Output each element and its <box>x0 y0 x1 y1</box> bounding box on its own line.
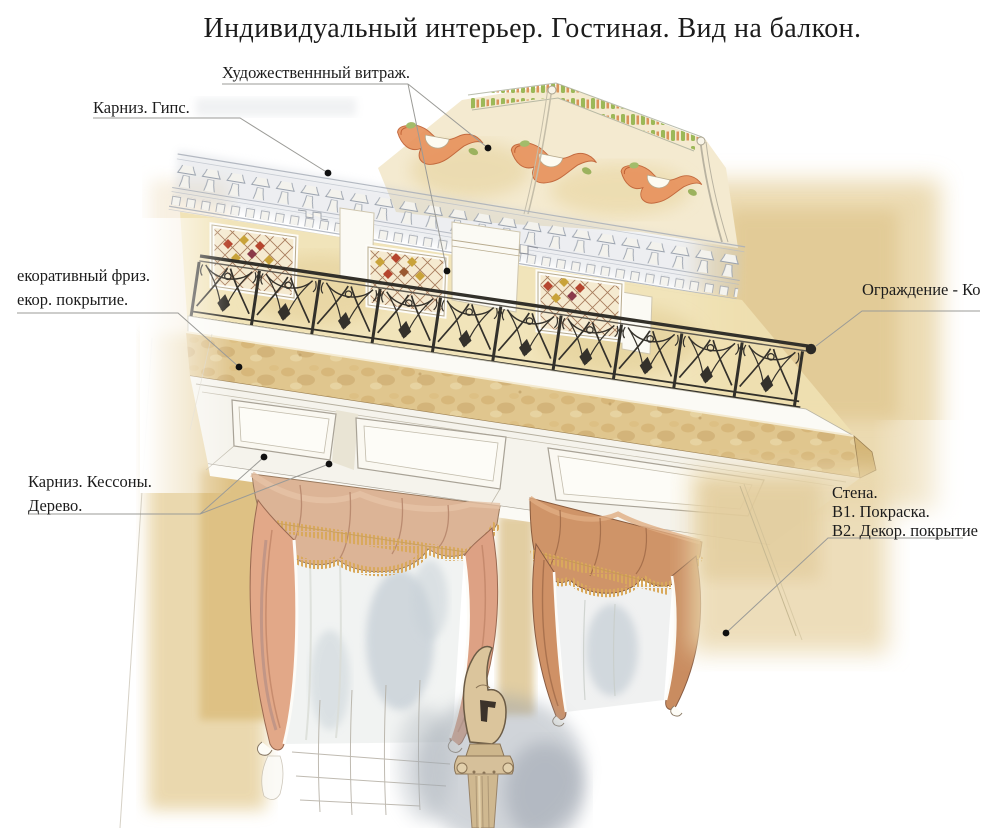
label-line: В1. Покраска. <box>832 502 930 521</box>
label-line: екор. покрытие. <box>17 290 129 309</box>
railing-finial-ball <box>805 343 817 355</box>
label-line: Карниз. Кессоны. <box>28 472 152 491</box>
helmet <box>462 645 507 745</box>
label-decorative-frieze: екоративный фриз. екор. покрытие. <box>17 264 150 312</box>
label-line: Дерево. <box>28 496 83 515</box>
left-window-curtains <box>249 471 501 816</box>
label-artistic-stained-glass: Художественнный витраж. <box>222 61 410 85</box>
left-fade <box>140 218 232 493</box>
capital <box>453 755 515 775</box>
label-cornice-plaster: Карниз. Гипс. <box>93 96 190 120</box>
label-line: Карниз. Гипс. <box>93 98 190 117</box>
label-line: Ограждение - Ко <box>862 280 981 299</box>
label-line: В2. Декор. покрытие <box>832 521 979 540</box>
label-wall: Стена. В1. Покраска. В2. Декор. покрытие <box>832 483 978 540</box>
label-line: Стена. <box>832 483 878 502</box>
label-cornice-coffers-wood: Карниз. Кессоны. Дерево. <box>28 470 152 518</box>
column-shaft <box>467 773 499 828</box>
drape-left <box>249 498 298 751</box>
label-line: Художественнный витраж. <box>222 63 411 82</box>
coffer-panel <box>231 399 337 461</box>
label-railing: Ограждение - Ко <box>862 278 981 302</box>
torchere-statue <box>396 645 585 828</box>
coffer-panel <box>355 417 507 490</box>
page-title: Индивидуальный интерьер. Гостиная. Вид н… <box>203 13 862 44</box>
label-line: екоративный фриз. <box>17 266 151 285</box>
